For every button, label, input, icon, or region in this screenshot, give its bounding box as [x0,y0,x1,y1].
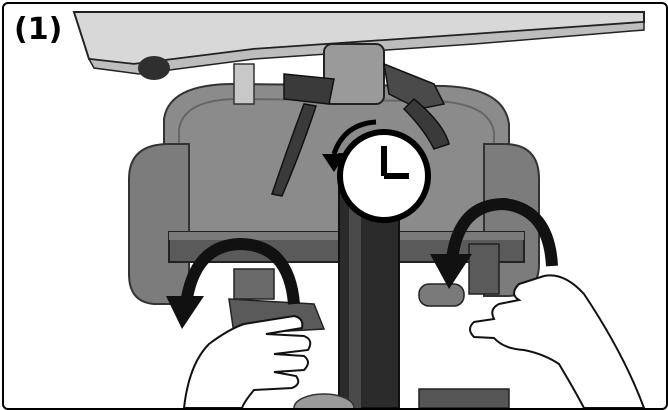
left-hand [184,316,310,408]
seat-adjustment-illustration [4,4,666,408]
step-number-label: (1) [14,12,62,47]
base-wheel [294,389,509,408]
